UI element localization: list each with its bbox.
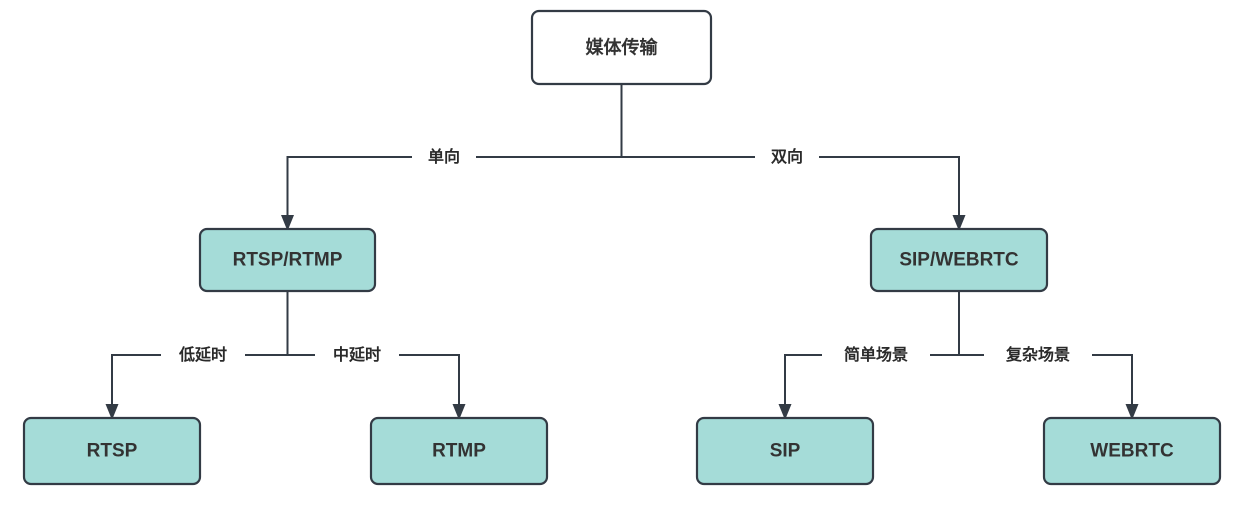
node-rtsp[interactable]: RTSP [22,416,202,486]
arrowhead-sipwebrtc-to-sip [778,404,792,420]
edge-label-complex-scenario: 复杂场景 [1005,345,1070,364]
edge-label-group: 单向 双向 低延时 中延时 简单场景 复杂场景 [161,144,1092,368]
node-webrtc-label: WEBRTC [1090,441,1174,462]
node-webrtc-box[interactable] [1042,416,1222,486]
node-sip-box[interactable] [695,416,875,486]
arrowhead-root-to-rtsprtmp [281,215,294,231]
node-webrtc[interactable]: WEBRTC [1042,416,1222,486]
edge-label-medium-latency: 中延时 [333,345,381,364]
arrowhead-rtsprtmp-to-rtmp [452,404,466,420]
node-group: 媒体传输 RTSP/RTMP SIP/WEBRTC RTSP RTMP [22,9,1222,486]
node-media-transmission-label: 媒体传输 [586,36,659,57]
node-sip[interactable]: SIP [695,416,875,486]
node-sip-label: SIP [770,441,801,462]
edge-label-unidirectional: 单向 [428,147,460,166]
node-media-transmission-box[interactable] [530,9,713,86]
edge-label-low-latency: 低延时 [178,345,227,364]
edge-label-bidirectional: 双向 [771,147,803,166]
edge-root-to-rtsprtmp [286,156,622,219]
edge-label-bg-simple-scenario [822,342,930,368]
edge-label-bg-unidirectional [412,144,476,170]
node-sip-webrtc[interactable]: SIP/WEBRTC [869,227,1049,293]
node-rtsp-label: RTSP [87,441,138,462]
edge-label-bg-bidirectional [755,144,819,170]
arrowhead-rtsprtmp-to-rtsp [105,404,119,420]
node-sip-webrtc-label: SIP/WEBRTC [899,250,1019,271]
edge-root-to-sipwebrtc [621,156,960,219]
arrowhead-root-to-sipwebrtc [952,215,966,231]
node-media-transmission[interactable]: 媒体传输 [530,9,713,86]
edge-label-bg-low-latency [161,342,245,368]
arrowhead-sipwebrtc-to-webrtc [1125,404,1139,420]
node-rtsp-rtmp[interactable]: RTSP/RTMP [198,227,377,293]
edge-label-simple-scenario: 简单场景 [844,345,908,364]
node-rtsp-box[interactable] [22,416,202,486]
edge-label-bg-medium-latency [315,342,399,368]
edge-label-bg-complex-scenario [984,342,1092,368]
node-rtmp-box[interactable] [369,416,549,486]
node-rtsp-rtmp-box[interactable] [198,227,377,293]
node-rtmp-label: RTMP [432,441,486,462]
node-rtsp-rtmp-label: RTSP/RTMP [233,250,343,271]
node-sip-webrtc-box[interactable] [869,227,1049,293]
node-rtmp[interactable]: RTMP [369,416,549,486]
